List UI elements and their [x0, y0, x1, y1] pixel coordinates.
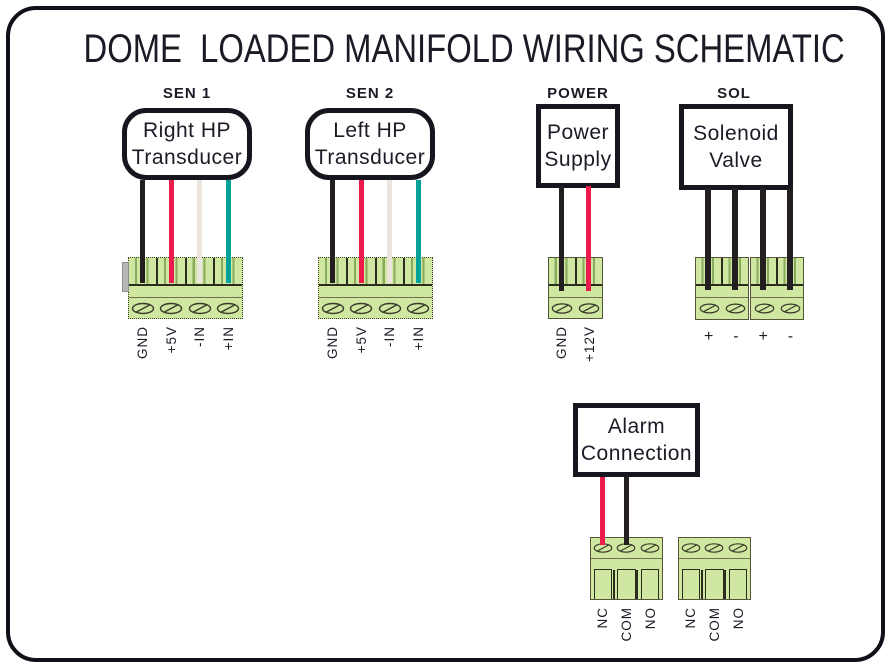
- sol-device-name-line2: Valve: [709, 149, 763, 172]
- power-device-box: Power Supply: [536, 104, 620, 188]
- screw-icon: [578, 303, 600, 314]
- sen2-wire-black: [330, 180, 335, 283]
- screw-icon: [754, 303, 774, 314]
- terminal-label: NO: [731, 607, 747, 630]
- power-device-name-line2: Supply: [544, 148, 612, 171]
- alarm-device-name-line2: Connection: [580, 442, 693, 465]
- alarm2-screws: [679, 538, 750, 559]
- sen1-wire-white: [197, 180, 202, 283]
- power-device-name-line1: Power: [546, 120, 610, 144]
- sol-terminal-block-1: [695, 257, 749, 320]
- screw-icon: [378, 302, 401, 315]
- sol-wire-black-4: [787, 188, 793, 290]
- screw-icon: [699, 303, 719, 314]
- terminal-label: GND: [324, 326, 340, 359]
- screw-icon: [131, 302, 155, 315]
- sol-wire-black-1: [705, 188, 711, 290]
- screw-icon: [705, 543, 724, 553]
- sol-device-name-line1: Solenoid: [693, 121, 779, 145]
- terminal-label: +12V: [581, 326, 597, 362]
- terminal-label: NO: [643, 607, 659, 630]
- terminal-label: NC: [594, 607, 610, 629]
- sen1-device-name-line2: Transducer: [131, 146, 243, 169]
- sol-section-label: SOL: [717, 85, 751, 102]
- title-bar: DOME LOADED MANIFOLD WIRING SCHEMATIC: [0, 27, 891, 72]
- sen2-screws: [319, 298, 432, 319]
- sen1-device-box: Right HP Transducer: [122, 108, 252, 180]
- terminal-label: COM: [618, 607, 634, 642]
- terminal-label: +IN: [411, 326, 427, 351]
- screw-icon: [780, 303, 800, 314]
- sen2-wire-teal: [416, 180, 421, 283]
- sol-terminal-labels: + - + -: [695, 328, 804, 346]
- sen2-terminal-labels: GND +5V -IN +IN: [318, 326, 433, 359]
- sol2-wire-slots: [751, 258, 803, 286]
- screw-icon: [640, 543, 660, 553]
- terminal-label: -IN: [192, 326, 208, 347]
- screw-icon: [725, 303, 745, 314]
- screw-icon: [350, 302, 373, 315]
- sen1-terminal-labels: GND +5V -IN +IN: [128, 326, 243, 359]
- sen2-wire-red: [359, 180, 364, 283]
- terminal-label: +5V: [163, 326, 179, 354]
- alarm-device-name-line1: Alarm: [607, 414, 666, 438]
- sen1-wire-red: [169, 180, 174, 283]
- sen2-device-name-line1: Left HP: [333, 118, 407, 142]
- power-wire-slots: [549, 258, 602, 286]
- terminal-label: +IN: [221, 326, 237, 351]
- alarm2-terminal-labels: NC COM NO: [678, 607, 751, 642]
- terminal-mount-tab: [122, 262, 129, 292]
- power-section-label: POWER: [547, 85, 609, 102]
- sol-terminal-block-2: [750, 257, 804, 320]
- sol1-wire-slots: [696, 258, 748, 286]
- sol2-screws: [751, 298, 803, 319]
- alarm-wire-red: [600, 477, 605, 545]
- terminal-label: GND: [134, 326, 150, 359]
- sen2-device-name-line2: Transducer: [314, 146, 426, 169]
- power-wire-red: [586, 186, 591, 291]
- alarm2-wire-slots: [679, 569, 750, 599]
- alarm1-wire-slots: [591, 569, 662, 599]
- page-title: DOME LOADED MANIFOLD WIRING SCHEMATIC: [83, 27, 845, 71]
- terminal-label: -: [733, 328, 739, 345]
- terminal-label: -IN: [382, 326, 398, 347]
- sen1-wire-teal: [226, 180, 231, 283]
- terminal-label: +5V: [353, 326, 369, 354]
- alarm1-terminal-labels: NC COM NO: [590, 607, 663, 642]
- power-screws: [549, 298, 602, 319]
- sol-wire-black-3: [760, 188, 766, 290]
- alarm-terminal-block-1: [590, 537, 663, 600]
- power-wire-black: [559, 186, 564, 291]
- alarm-wire-black: [624, 477, 629, 545]
- screw-icon: [160, 302, 183, 315]
- sen1-screws: [129, 298, 242, 319]
- alarm-device-box: Alarm Connection: [573, 403, 700, 477]
- sen2-section-label: SEN 2: [345, 85, 395, 102]
- sen2-terminal-block: [318, 257, 433, 319]
- sol1-screws: [696, 298, 748, 319]
- terminal-label: -: [787, 328, 794, 345]
- screw-icon: [728, 543, 748, 553]
- screw-icon: [681, 543, 701, 553]
- sen2-wire-white: [387, 180, 392, 283]
- terminal-label: GND: [554, 326, 570, 359]
- sol-device-box: Solenoid Valve: [679, 104, 793, 190]
- terminal-label: COM: [706, 607, 722, 642]
- screw-icon: [216, 302, 240, 315]
- screw-icon: [551, 303, 573, 314]
- screw-icon: [406, 302, 430, 315]
- alarm-terminal-block-2: [678, 537, 751, 600]
- power-terminal-block: [548, 257, 603, 319]
- sol-wire-black-2: [732, 188, 738, 290]
- sen1-section-label: SEN 1: [162, 85, 212, 102]
- terminal-label: NC: [682, 607, 698, 629]
- sen2-device-box: Left HP Transducer: [305, 108, 435, 180]
- terminal-label: +: [758, 328, 768, 345]
- sen1-device-name-line1: Right HP: [142, 118, 232, 142]
- sen1-wire-black: [140, 180, 145, 283]
- screw-icon: [321, 302, 345, 315]
- power-terminal-labels: GND +12V: [548, 326, 603, 362]
- screw-icon: [188, 302, 211, 315]
- terminal-label: +: [703, 328, 714, 345]
